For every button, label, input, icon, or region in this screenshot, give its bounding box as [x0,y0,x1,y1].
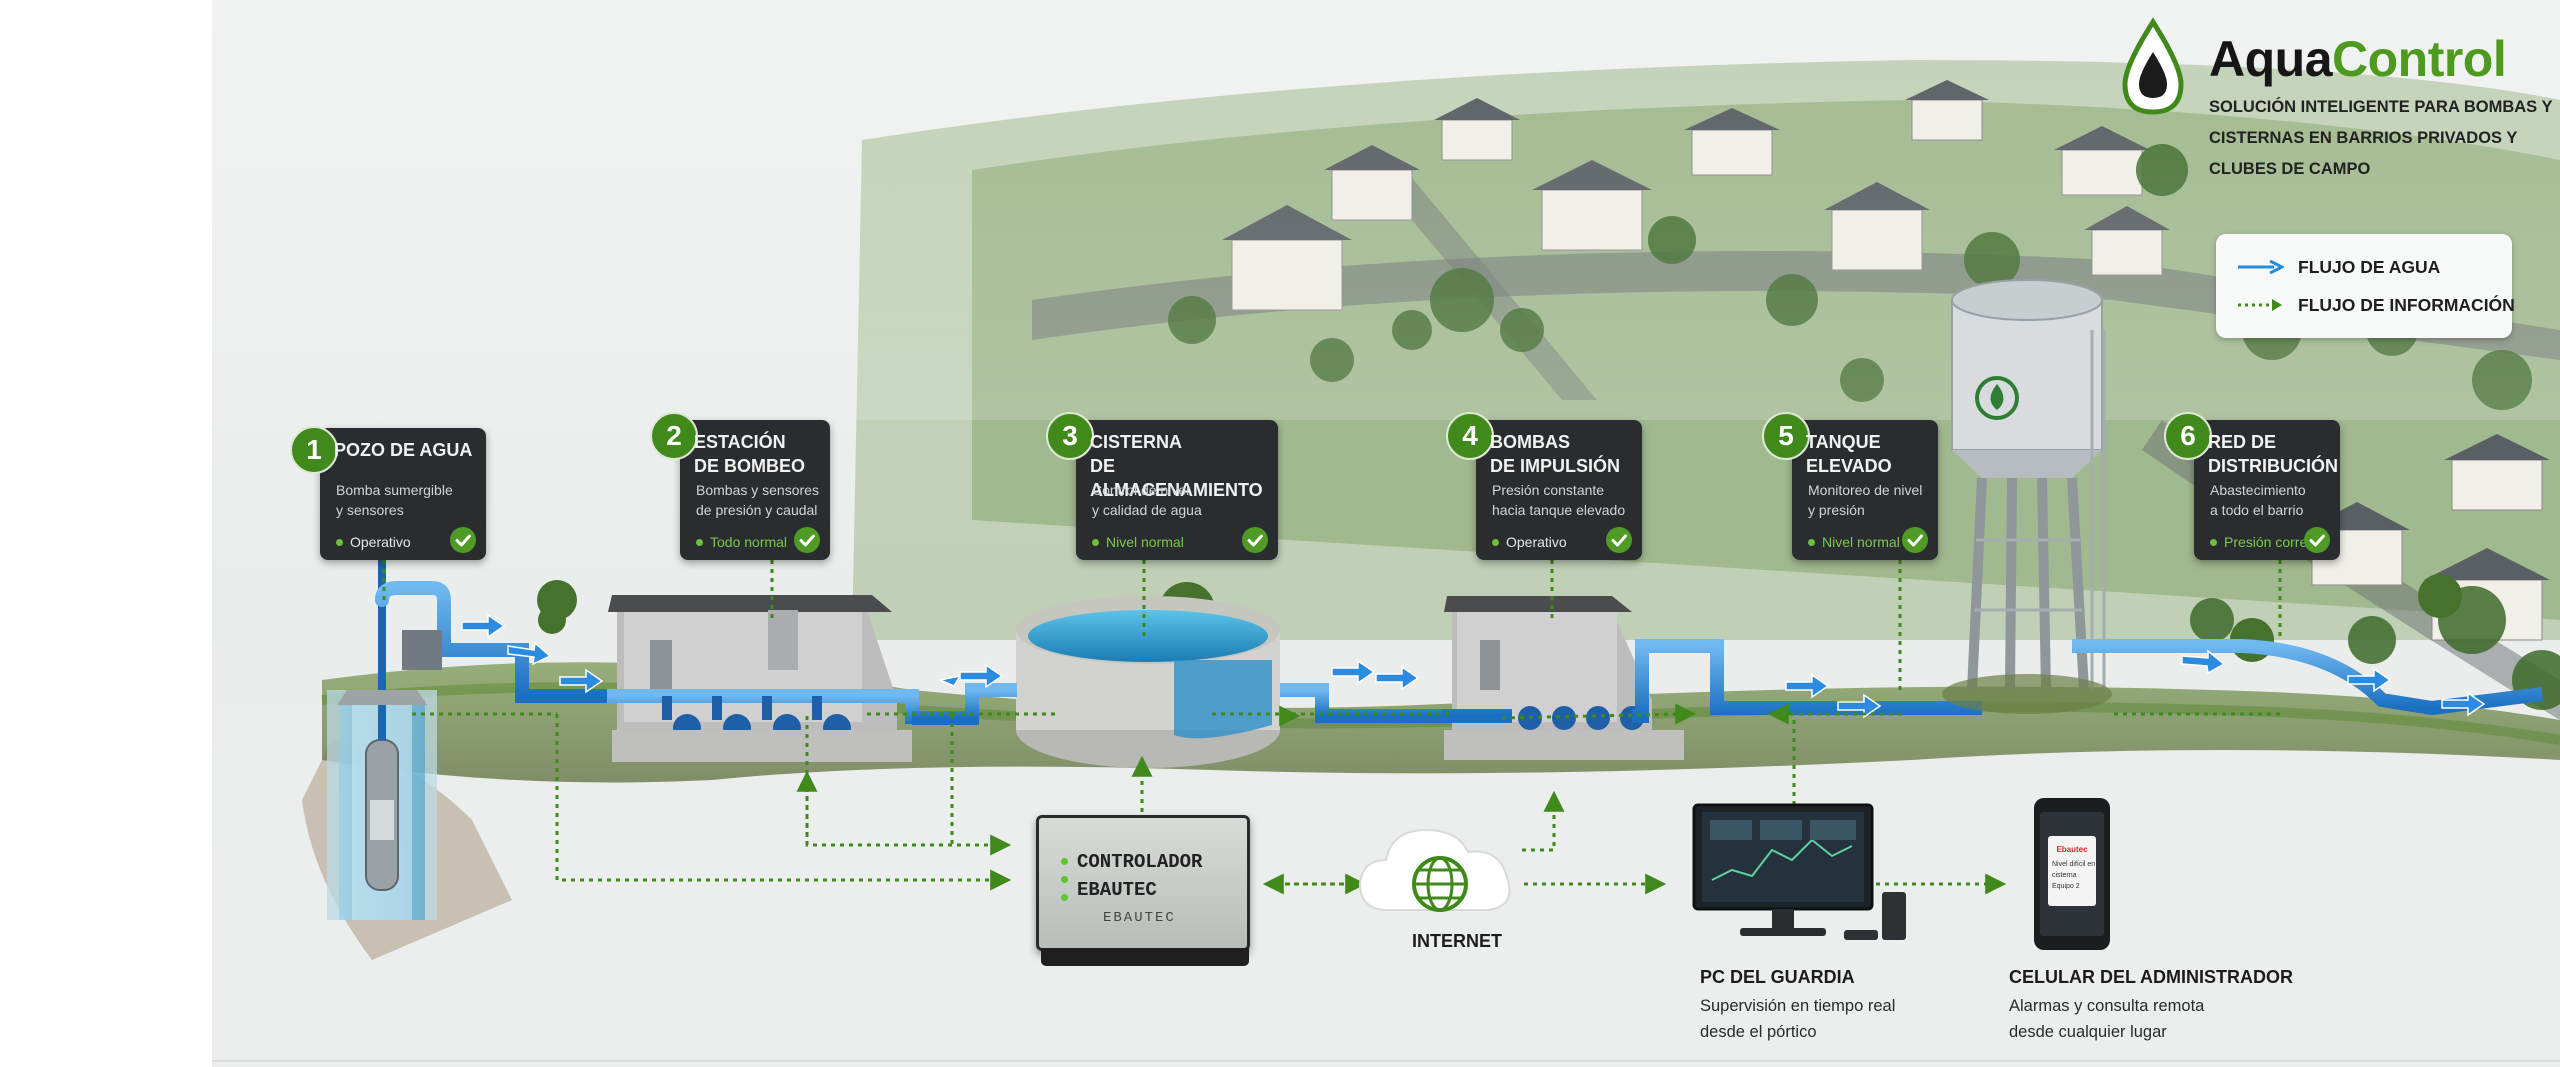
impulsion-pump-house [1442,596,1982,760]
check-icon [1606,527,1632,553]
water-flow-arrows [461,613,2486,719]
admin-phone-description: Alarmas y consulta remota desde cualquie… [2009,997,2205,1041]
step-description: Abastecimiento a todo el barrio [2210,482,2306,518]
ebautec-controller: Controlador Ebautec EBAUTEC [1036,815,1250,966]
status-dot-icon [336,538,343,546]
status-led [1061,858,1068,865]
step-number-badge: 4 [1446,412,1494,460]
guard-pc-title: PC del guardia [1700,967,1855,987]
internet-cloud [1358,828,1511,912]
step-status-text: Todo normal [710,534,788,550]
step-status: Presión correcta [2210,534,2326,550]
legend-label-water-flow: Flujo de agua [2298,256,2441,277]
water-well-illustration [327,560,614,920]
step-status-text: Nivel normal [1822,534,1900,550]
step-card-1: 1Pozo de aguaBomba sumergible y sensores… [290,426,486,560]
step-description: Bomba sumergible y sensores [336,482,453,518]
step-status: Operativo [1492,534,1567,550]
legend-item-water-flow: Flujo de agua [2236,252,2440,282]
status-led [1061,894,1068,901]
brand-tagline: Solución inteligente para bombas y ciste… [2209,98,2553,178]
step-status-text: Operativo [350,534,411,550]
step-title: Cisterna de almacenamiento [1090,432,1263,500]
step-card-4: 4Bombas de impulsiónPresión constante ha… [1446,412,1642,560]
step-description: Control de nivel y calidad de agua [1092,482,1202,518]
check-icon [450,527,476,553]
step-status-text: Presión correcta [2224,534,2326,550]
guard-pc-illustration [1692,803,1906,940]
step-card-6: 6Red de distribuciónAbastecimiento a tod… [2164,412,2340,560]
admin-phone-title: Celular del administrador [2009,967,2293,987]
step-number-badge: 6 [2164,412,2212,460]
internet-label: Internet [1412,931,1502,951]
bottom-divider [212,1060,2560,1062]
step-status-text: Nivel normal [1106,534,1184,550]
step-status: Nivel normal [1092,534,1184,550]
pumping-station-building [607,595,919,762]
controller-label: Controlador Ebautec [1077,851,1203,901]
status-led [1061,876,1068,883]
phone-screen-brand: Ebautec [2056,845,2088,854]
status-dot-icon [1492,538,1499,546]
controller-brand: EBAUTEC [1103,910,1176,926]
step-title: Estación de bombeo [694,432,806,476]
step-card-3: 3Cisterna de almacenamientoControl de ni… [1046,412,1278,560]
dotted-green-arrow-icon [2238,299,2282,311]
check-icon [794,527,820,553]
status-dot-icon [1808,538,1815,546]
status-dot-icon [2210,538,2217,546]
phone-screen-text-line: Equipo 2 [2052,883,2080,890]
status-dot-icon [696,538,703,546]
step-number-badge: 1 [290,426,338,474]
guard-pc-description: Supervisión en tiempo real desde el pórt… [1700,997,1896,1041]
admin-phone-illustration: Ebautec [2034,798,2110,950]
legend: Flujo de agua Flujo de información [2216,234,2515,338]
water-drop-icon [2122,17,2184,115]
legend-label-information-flow: Flujo de información [2298,294,2515,315]
step-card-5: 5Tanque elevadoMonitoreo de nivel y pres… [1762,412,1938,560]
status-dot-icon [1092,538,1099,546]
brand-title: AquaControl [2209,30,2507,88]
step-status: Operativo [336,534,411,550]
step-description: Presión constante hacia tanque elevado [1492,482,1626,518]
step-number-badge: 3 [1046,412,1094,460]
step-number-badge: 2 [650,412,698,460]
check-icon [2304,527,2330,553]
brand-name-part2: Control [2332,31,2507,87]
controller-connector-strip [1041,948,1249,966]
step-description: Bombas y sensores de presión y caudal [696,482,819,518]
step-description: Monitoreo de nivel y presión [1808,482,1923,518]
check-icon [1242,527,1268,553]
step-status-text: Operativo [1506,534,1567,550]
phone-screen-text-line: Nivel difícil en [2052,861,2095,868]
step-title: Bombas de impulsión [1490,432,1621,476]
check-icon [1902,527,1928,553]
step-title: Pozo de agua [334,440,473,460]
solid-blue-arrow-icon [2238,260,2284,274]
step-title: Red de distribución [2208,432,2338,476]
elevated-water-tower [1942,279,2543,716]
step-status: Todo normal [696,534,787,550]
step-title: Tanque elevado [1806,432,1892,476]
information-flow-lines [382,560,2282,895]
phone-screen-text-line: cisterna [2052,872,2077,879]
brand-name-part1: Aqua [2209,31,2333,87]
step-status: Nivel normal [1808,534,1900,550]
step-card-2: 2Estación de bombeoBombas y sensores de … [650,412,830,560]
storage-cistern [912,596,1442,768]
step-number-badge: 5 [1762,412,1810,460]
legend-item-information-flow: Flujo de información [2236,290,2515,320]
